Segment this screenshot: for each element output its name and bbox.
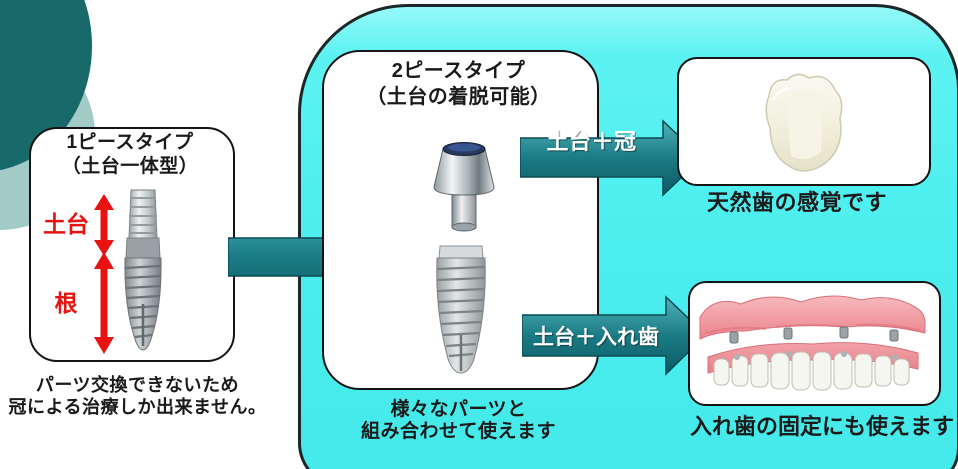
denture-arrow-label: 土台＋入れ歯 [533, 326, 659, 349]
crown-arrow-label: 土台＋冠 [546, 129, 637, 154]
abutment-range-arrow-icon [94, 194, 114, 256]
two-piece-caption-line1: 様々なパーツと [390, 399, 527, 420]
crown-tooth-image [765, 73, 843, 172]
root-range-arrow-icon [94, 252, 114, 354]
one-piece-caption-line2: 冠による治療しか出来ません。 [8, 397, 267, 417]
denture-image [699, 295, 926, 391]
abutment-label: 土台 [43, 211, 89, 237]
root-label: 根 [54, 290, 78, 316]
denture-caption: 入れ歯の固定にも使えます [689, 414, 954, 439]
two-piece-title-line1: 2ピースタイプ [391, 60, 526, 82]
two-piece-title-line2: （土台の着脱可能） [366, 86, 551, 108]
denture-arrow-icon [522, 295, 708, 376]
implant-body-image [436, 245, 486, 374]
one-piece-implant-image [124, 189, 162, 351]
one-piece-title-line2: （土台一体型） [61, 156, 199, 177]
crown-caption: 天然歯の感覚です [706, 190, 887, 215]
abutment-image [433, 142, 495, 232]
one-piece-title-line1: 1ピースタイプ [66, 132, 194, 153]
two-piece-caption-line2: 組み合わせて使えます [360, 421, 556, 442]
one-piece-caption-line1: パーツ交換できないため [35, 375, 240, 395]
